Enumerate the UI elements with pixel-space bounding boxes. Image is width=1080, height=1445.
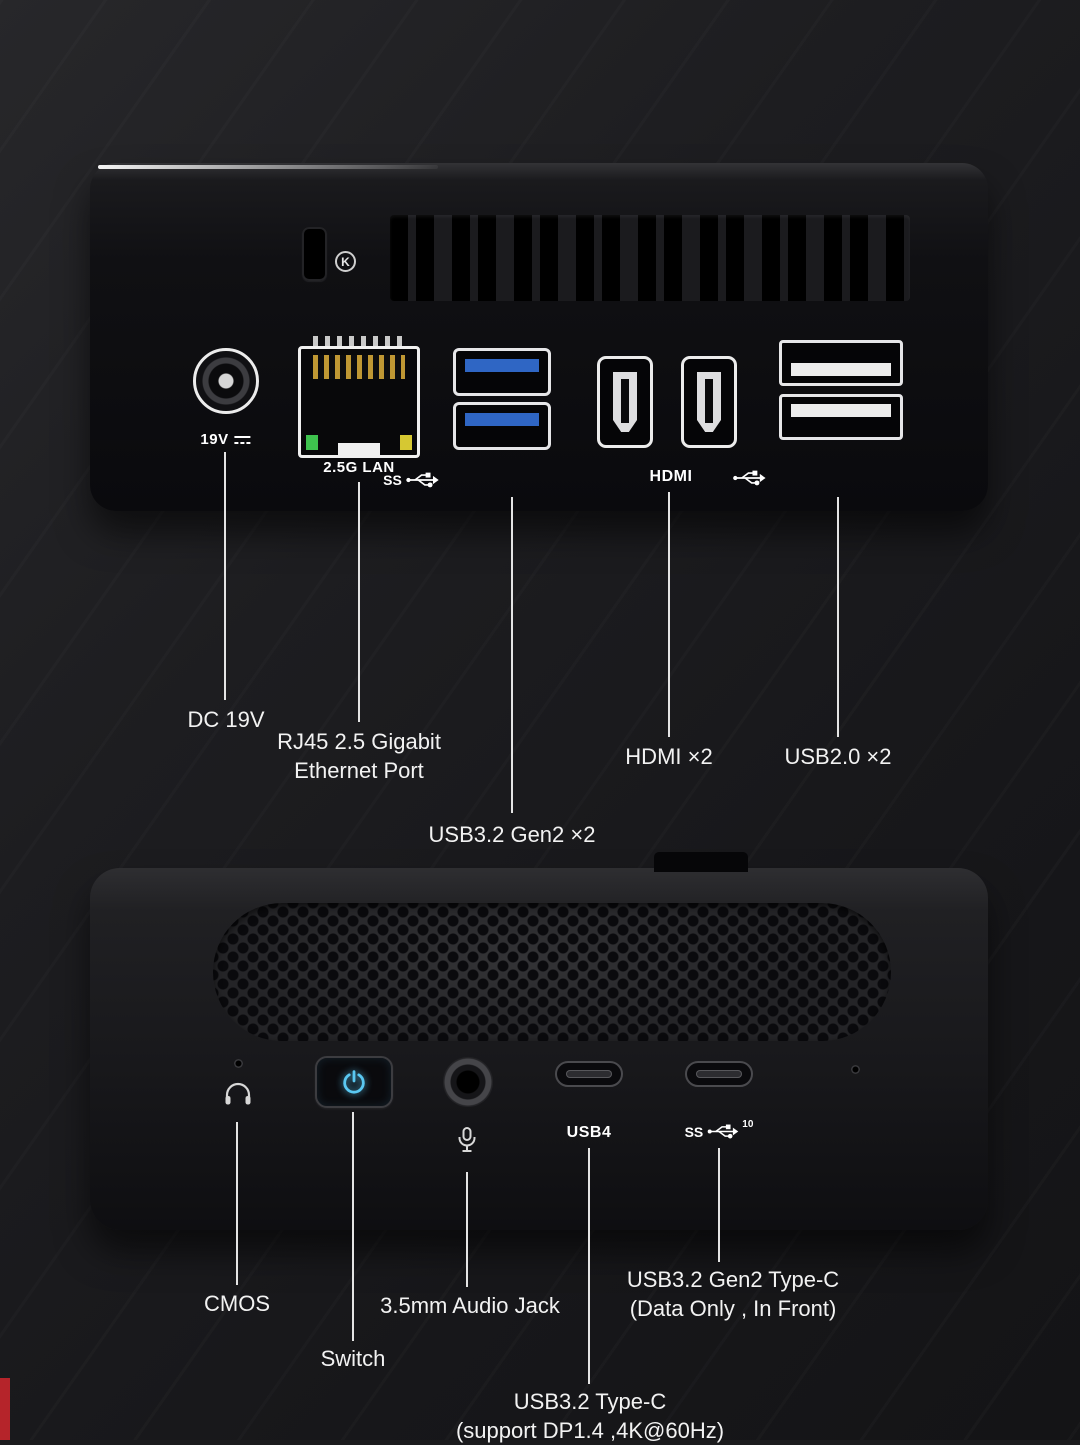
mini-pc-front-view: USB4 SS 10 xyxy=(90,852,988,1230)
usb3-tongue xyxy=(465,359,539,372)
superspeed-usb-icon: SS xyxy=(383,470,441,490)
usb2-port-1 xyxy=(779,340,903,386)
usb2-tongue xyxy=(791,363,891,376)
audio-jack xyxy=(443,1057,493,1107)
callout-label-usb3: USB3.2 Gen2 ×2 xyxy=(428,822,596,847)
kensington-letter: K xyxy=(341,254,350,269)
usb-trident-icon xyxy=(707,1124,738,1139)
hdmi-label-text: HDMI xyxy=(649,468,693,485)
callout-line-usbc-data xyxy=(718,1148,720,1262)
usb2-tongue xyxy=(791,404,891,417)
kensington-lock-icon: K xyxy=(335,251,356,272)
hdmi-slot xyxy=(621,379,629,423)
mini-pc-back-view: K 19V 2.5G LAN SS xyxy=(90,163,988,511)
lan-label-text: 2.5G LAN xyxy=(323,459,395,476)
edge-highlight xyxy=(98,165,438,169)
lan-label: 2.5G LAN xyxy=(323,459,395,476)
dc-power-jack xyxy=(193,348,259,414)
usb-c-port-usb4 xyxy=(555,1061,623,1087)
callout-label-audio: 3.5mm Audio Jack xyxy=(380,1293,560,1318)
vent-grille xyxy=(390,215,910,301)
mic-pinhole xyxy=(851,1065,860,1074)
callout-label-cmos: CMOS xyxy=(204,1291,270,1316)
callout-line-hdmi xyxy=(668,492,670,737)
rj45-shield-pins xyxy=(313,336,405,346)
rj45-ethernet-port xyxy=(298,336,420,458)
usb-trident-icon xyxy=(405,472,439,488)
callout-label-usbc-dp: USB3.2 Type-C (support DP1.4 ,4K@60Hz) xyxy=(455,1389,725,1444)
usb3-tongue xyxy=(465,413,539,426)
power-icon xyxy=(343,1070,365,1094)
dc-voltage-label: 19V xyxy=(200,431,251,448)
usb3-port-2 xyxy=(453,402,551,450)
callout-label-usb2: USB2.0 ×2 xyxy=(784,744,892,769)
callout-line-audio xyxy=(466,1172,468,1287)
accent-red-strip xyxy=(0,1378,10,1440)
callout-label-hdmi: HDMI ×2 xyxy=(625,744,713,769)
rj45-clip-notch xyxy=(338,443,380,458)
rear-antenna-tab xyxy=(654,852,748,872)
microphone-icon xyxy=(455,1126,479,1159)
hex-mesh-grille xyxy=(213,903,891,1041)
callout-line-cmos xyxy=(236,1122,238,1285)
callout-line-dc xyxy=(224,452,226,700)
power-button xyxy=(315,1056,393,1108)
rj45-led-yellow xyxy=(400,435,412,450)
superspeed-ss-text: SS xyxy=(684,1123,704,1140)
usb-trident-icon xyxy=(733,470,766,486)
usb2-port-2 xyxy=(779,394,903,440)
hdmi-port-2 xyxy=(681,356,737,448)
usb4-label-text: USB4 xyxy=(566,1124,612,1141)
hdmi-port-1 xyxy=(597,356,653,448)
usb-icon xyxy=(732,468,768,488)
callout-label-dc: DC 19V xyxy=(187,707,265,732)
callout-line-usb2 xyxy=(837,497,839,737)
callout-line-rj45 xyxy=(358,482,360,722)
usb-c-port-gen2 xyxy=(685,1061,753,1087)
dc-voltage-text: 19V xyxy=(200,431,229,448)
callout-label-switch: Switch xyxy=(320,1346,386,1371)
usb3-port-1 xyxy=(453,348,551,396)
callout-label-usbc-data: USB3.2 Gen2 Type-C (Data Only , In Front… xyxy=(626,1267,840,1322)
rj45-led-green xyxy=(306,435,318,450)
cmos-pinhole xyxy=(234,1059,243,1068)
usb-c-tongue xyxy=(696,1070,742,1078)
usb-c-tongue xyxy=(566,1070,612,1078)
rj45-contact-pins xyxy=(313,355,405,379)
superspeed-ss-text: SS xyxy=(383,472,402,488)
callout-label-rj45: RJ45 2.5 Gigabit Ethernet Port xyxy=(277,729,441,784)
hdmi-label: HDMI xyxy=(650,468,693,486)
hdmi-slot xyxy=(705,379,713,423)
kensington-lock-slot xyxy=(302,227,327,281)
superspeed-10-text: 10 xyxy=(742,1119,754,1130)
callout-line-switch xyxy=(352,1112,354,1341)
callout-line-usb3 xyxy=(511,497,513,813)
callout-line-usbc-dp xyxy=(588,1148,590,1384)
headphone-icon xyxy=(224,1082,252,1111)
superspeed-10-icon: SS 10 xyxy=(684,1119,754,1141)
usb4-label: USB4 xyxy=(567,1124,612,1142)
dc-symbol-icon xyxy=(234,435,251,444)
